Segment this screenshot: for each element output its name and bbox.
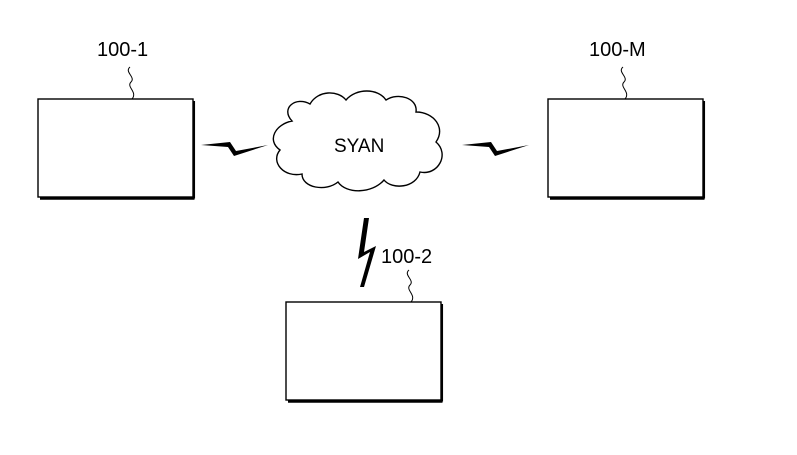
device-label: 100-M	[589, 39, 646, 61]
cloud-icon	[272, 90, 443, 192]
network-label: SYAN	[334, 136, 384, 157]
device-100-2: 100-2	[285, 246, 444, 403]
reference-leader	[127, 66, 135, 100]
device-box	[547, 98, 704, 198]
device-100-1: 100-1	[37, 39, 196, 200]
reference-leader	[406, 269, 414, 303]
wireless-link-icon	[462, 142, 529, 156]
reference-leader	[620, 66, 628, 100]
device-box	[285, 301, 442, 401]
device-100-m: 100-M	[547, 39, 706, 200]
network-cloud: SYAN	[272, 90, 443, 192]
wireless-link-icon	[358, 218, 376, 287]
wireless-link-icon	[201, 142, 268, 156]
device-label: 100-1	[97, 39, 148, 61]
device-label: 100-2	[381, 246, 432, 268]
device-box	[37, 98, 194, 198]
